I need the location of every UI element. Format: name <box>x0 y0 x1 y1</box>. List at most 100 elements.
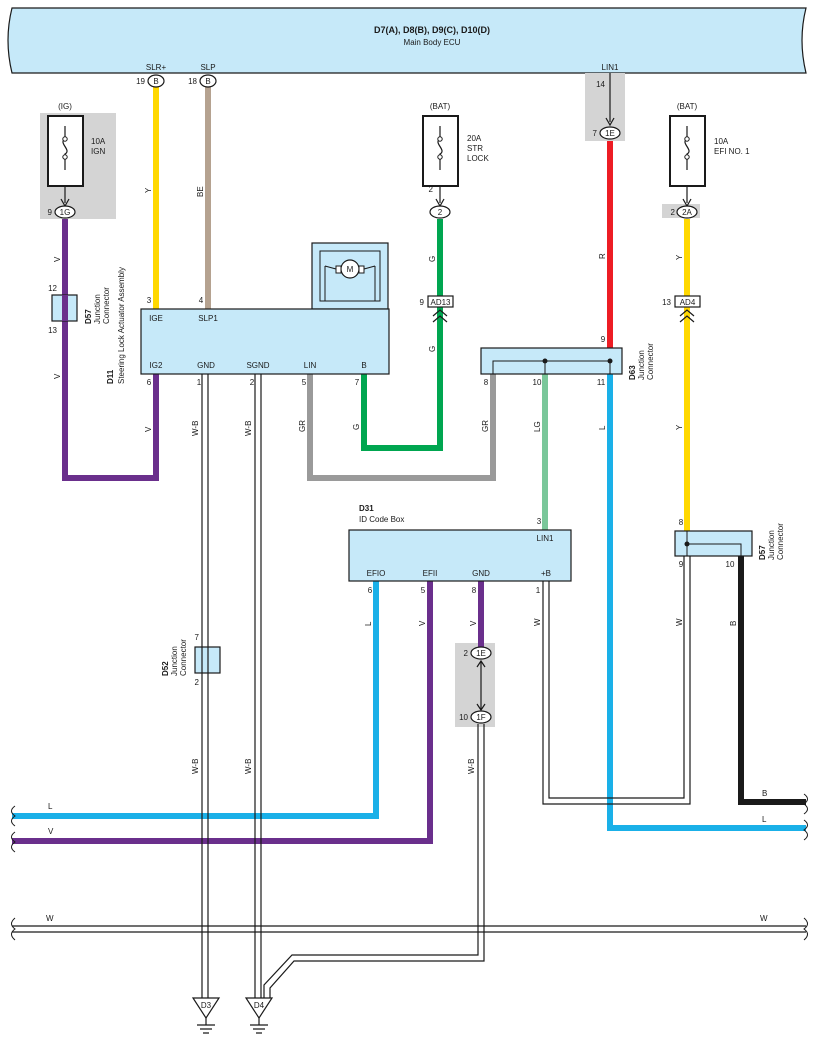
ecu-pin-slp-num: 18 <box>188 77 197 86</box>
connector-ad4-chevron-icon <box>679 309 695 323</box>
junction-d52-line2: Connector <box>179 639 188 676</box>
fuse-efi-source: (BAT) <box>677 102 698 111</box>
id-code-box-lin1: LIN1 <box>537 534 554 543</box>
ecu-pin-label-slr: SLR+ <box>146 63 167 72</box>
id-code-box-lin1-num: 3 <box>537 517 542 526</box>
actuator-pin-b: B <box>361 361 366 370</box>
fuse-efi-conn: 2A <box>682 208 692 217</box>
wire-code-w-d57: W <box>675 618 684 626</box>
wire-violet-ig <box>62 219 159 481</box>
wire-code-y-efi-upper: Y <box>675 254 684 260</box>
ground-d3-icon <box>197 1024 215 1034</box>
steering-lock-actuator: M IGE SLP1 IG2 GND SGND LIN B 3 4 6 1 2 … <box>106 242 390 387</box>
junction-d63-pin-right: 11 <box>597 378 606 387</box>
fuse-ign: (IG) 10A IGN 1G 9 <box>47 102 106 219</box>
id-code-box-pin-num-efii: 5 <box>421 586 426 595</box>
actuator-pin-num-lin: 5 <box>302 378 307 387</box>
junction-d52-ref: D52 <box>161 661 170 676</box>
wire-code-wb-1f: W-B <box>467 759 476 774</box>
junction-d52: 7 2 D52 Junction Connector <box>161 633 221 687</box>
wire-code-y-efi-lower: Y <box>675 424 684 430</box>
fuse-efi-pin: 2 <box>671 208 676 217</box>
connector-ad13-name: AD13 <box>430 298 451 307</box>
ecu-pin-slr-conn: B <box>153 77 158 86</box>
actuator-pin-slp1: SLP1 <box>198 314 218 323</box>
actuator-pin-ige: IGE <box>149 314 163 323</box>
wire-code-g-mid: G <box>428 346 437 352</box>
bus-bracket-right-l <box>803 819 808 841</box>
ecu-pin-slp-conn: B <box>205 77 210 86</box>
id-code-box-pin-efio: EFIO <box>367 569 386 578</box>
wire-green-str-lock <box>361 219 443 451</box>
lin-joint-arrow <box>605 117 615 127</box>
wire-code-v-bus: V <box>48 827 54 836</box>
ecu-subtitle: Main Body ECU <box>404 38 461 47</box>
actuator-pin-lin: LIN <box>304 361 317 370</box>
wire-white-plus-b <box>542 556 691 805</box>
wire-code-l-bus-right: L <box>762 815 767 824</box>
junction-d63-pin-mid: 10 <box>533 378 542 387</box>
ecu-pin-slr-num: 19 <box>136 77 145 86</box>
ecu-pin-slp: B 18 <box>188 74 217 88</box>
ground-d3-label: D3 <box>201 1001 212 1010</box>
ground-d4: D4 <box>244 997 274 1034</box>
fuse-str-source: (BAT) <box>430 102 451 111</box>
wire-code-gr-right: GR <box>481 420 490 432</box>
wire-code-l-d63: L <box>598 425 607 430</box>
fuse-efi: (BAT) 10A EFI NO. 1 2A 2 <box>669 102 750 219</box>
fuse-str-rating: 20A <box>467 134 482 143</box>
actuator-pin-num-slp1: 4 <box>199 296 204 305</box>
actuator-pin-num-ige: 3 <box>147 296 152 305</box>
bus-bracket-left-l <box>11 805 16 827</box>
connector-ad4-name: AD4 <box>680 298 696 307</box>
id-code-box-ref: D31 <box>359 504 374 513</box>
main-body-ecu: D7(A), D8(B), D9(C), D10(D) Main Body EC… <box>7 7 807 74</box>
wire-code-r: R <box>598 253 607 259</box>
id-code-box-pin-b: +B <box>541 569 551 578</box>
actuator-pin-sgnd: SGND <box>246 361 269 370</box>
junction-d57-right-pin-top: 8 <box>679 518 684 527</box>
fuse-ign-pin: 9 <box>48 208 53 217</box>
junction-d57-left: 12 13 D57 Junction Connector <box>48 284 111 335</box>
wire-code-b-d57: B <box>729 621 738 626</box>
connector-1e-1f: 1E 2 1F 10 <box>459 646 492 724</box>
wire-code-l-bus: L <box>48 802 53 811</box>
wire-black-d57 <box>738 556 806 805</box>
junction-d57-left-line2: Connector <box>102 287 111 324</box>
junction-d63: 9 8 10 11 D63 Junction Connector <box>480 335 655 387</box>
connector-1e: 1E <box>476 649 486 658</box>
wire-gray-lin <box>307 374 496 481</box>
junction-d63-pin-left: 8 <box>484 378 489 387</box>
bus-bracket-left-w <box>11 917 16 941</box>
actuator-pin-num-sgnd: 2 <box>250 378 255 387</box>
id-code-box-pin-efii: EFII <box>423 569 438 578</box>
fuse-ign-source: (IG) <box>58 102 72 111</box>
ecu-pin-lin1-num: 14 <box>596 80 605 89</box>
wire-white-bus <box>12 925 806 933</box>
junction-d57-left-pin-bottom: 13 <box>48 326 57 335</box>
actuator-pin-num-ig2: 6 <box>147 378 152 387</box>
wire-blue-efio <box>12 581 379 819</box>
junction-d57-left-ref: D57 <box>84 309 93 324</box>
bus-bracket-right-b <box>803 793 808 815</box>
wire-violet-efii <box>12 581 433 844</box>
id-code-box-pin-num-gnd: 8 <box>472 586 477 595</box>
fuse-ign-name: IGN <box>91 147 105 156</box>
actuator-name: Steering Lock Actuator Assembly <box>117 267 126 384</box>
fuse-ign-rating: 10A <box>91 137 106 146</box>
lin-joint-connector: 1E 7 <box>593 126 621 140</box>
junction-d63-ref: D63 <box>628 365 637 380</box>
wire-code-v-upper: V <box>53 256 62 262</box>
wire-code-v-gnd: V <box>469 620 478 626</box>
actuator-pin-num-b: 7 <box>355 378 360 387</box>
id-code-box-pin-num-b: 1 <box>536 586 541 595</box>
connector-ad13-chevron-icon <box>432 309 448 323</box>
lin-joint-pin: 7 <box>593 129 598 138</box>
wire-code-lg: LG <box>533 421 542 432</box>
actuator-ref: D11 <box>106 369 115 384</box>
wire-code-g-upper: G <box>428 256 437 262</box>
junction-d63-line2: Connector <box>646 343 655 380</box>
wire-wb-sgnd <box>254 374 262 998</box>
wire-code-wb-sgnd-upper: W-B <box>244 421 253 436</box>
